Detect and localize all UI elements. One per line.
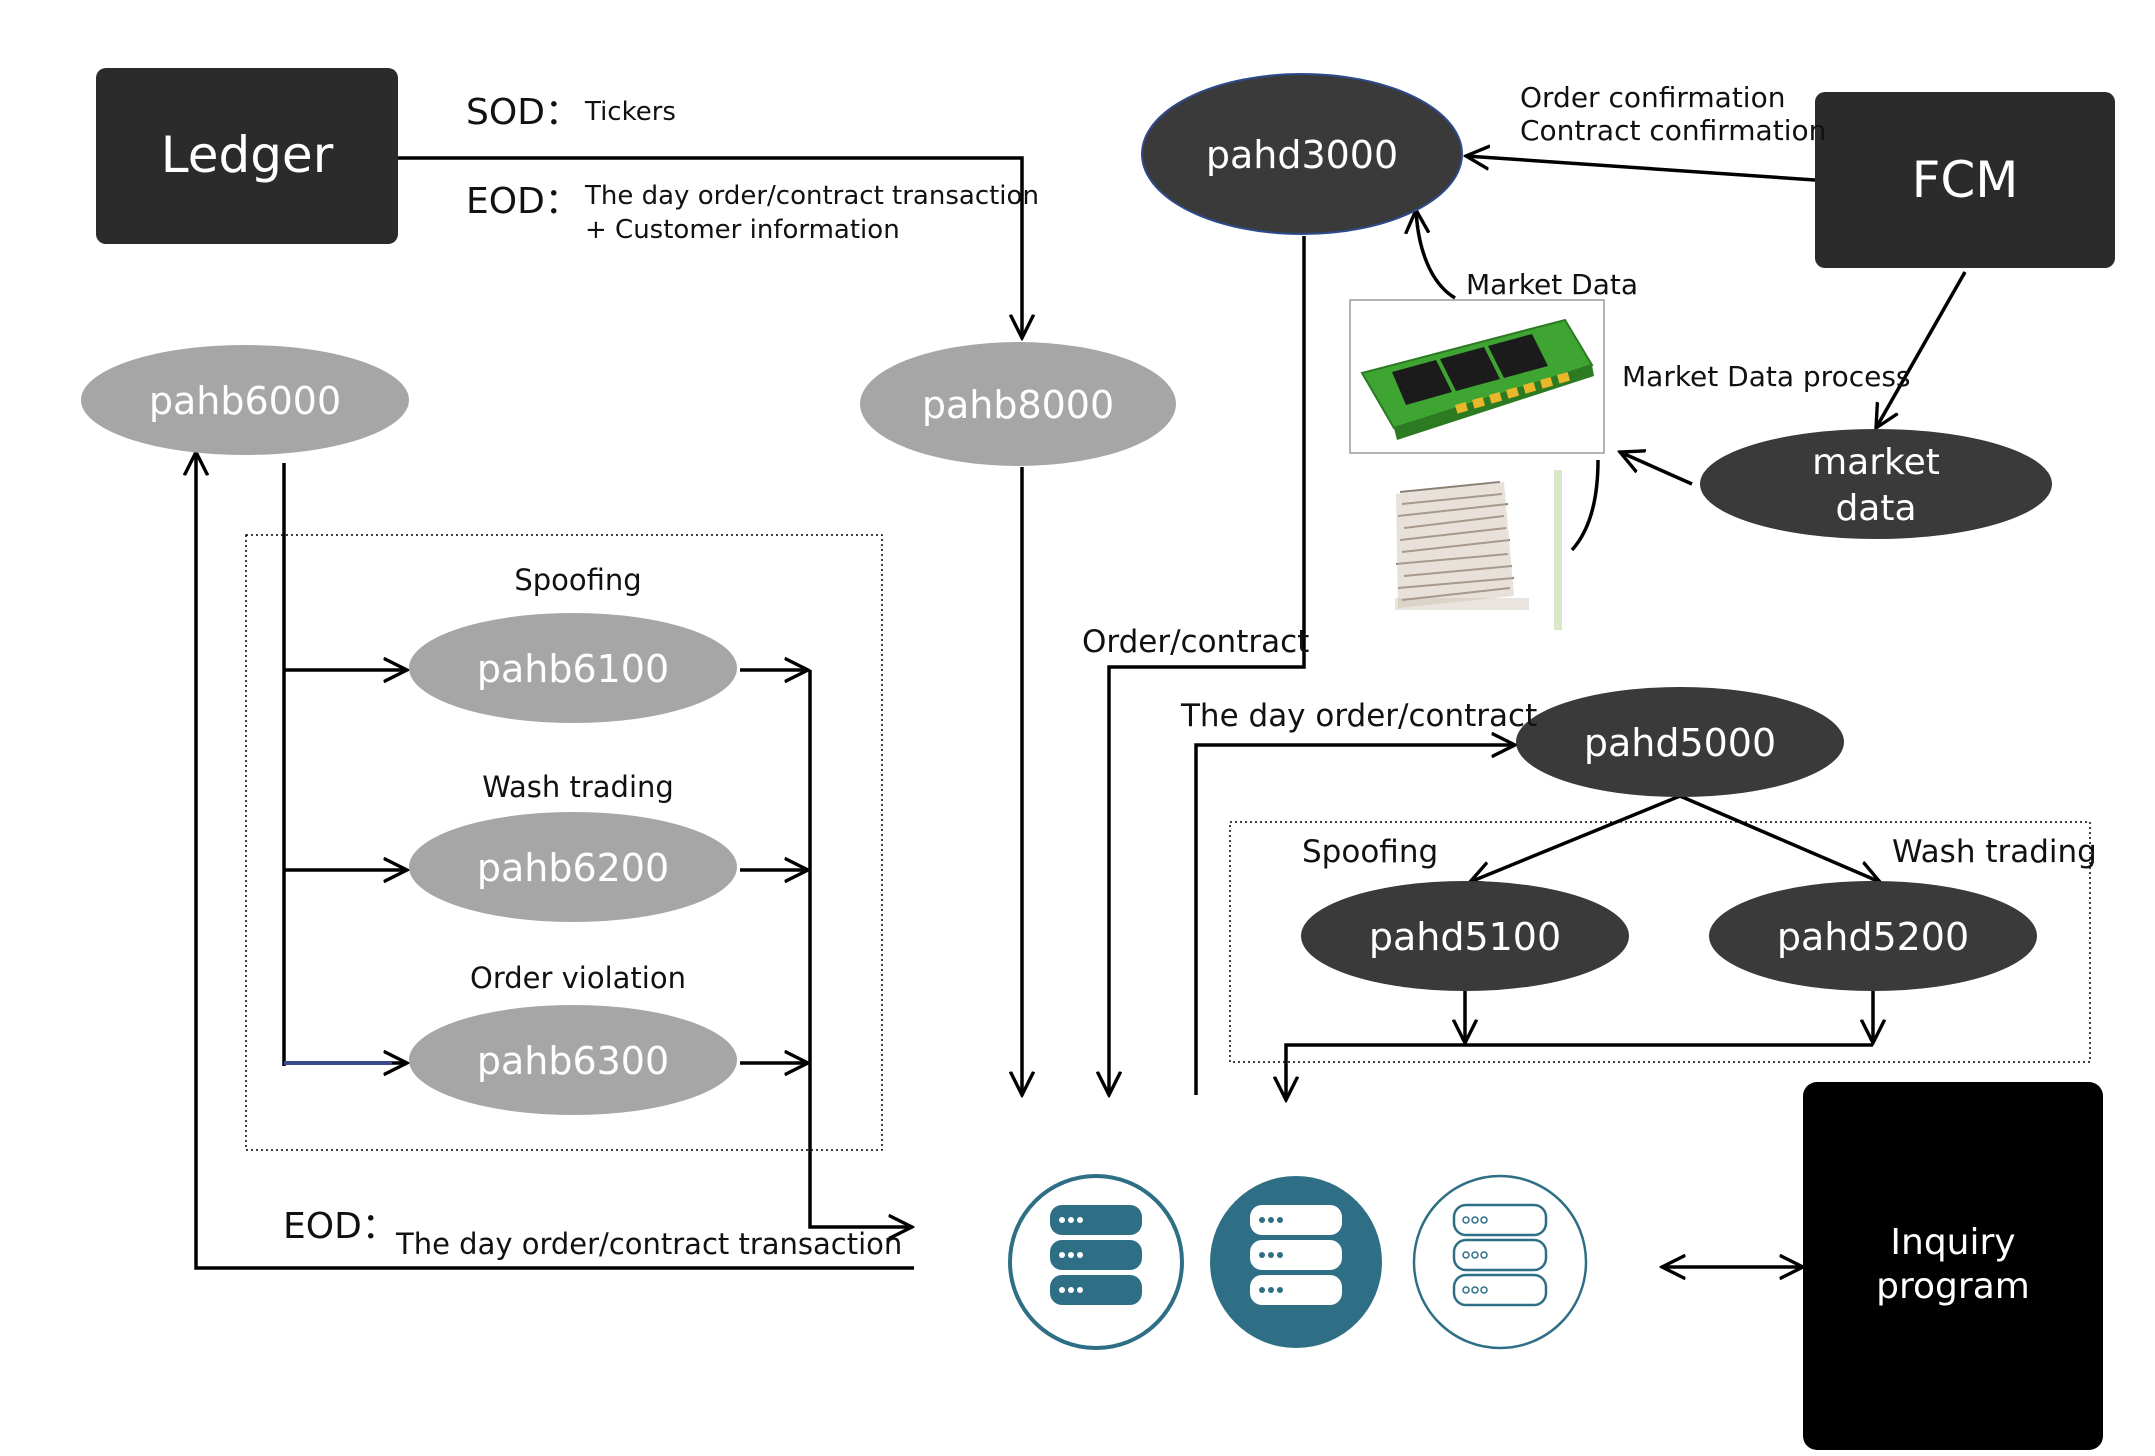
node-pahd5000: pahd5000 [1516, 687, 1844, 797]
order-confirmation-label: Order confirmation [1520, 81, 1785, 114]
eod-key: EOD： [466, 181, 581, 222]
pahb6200-label: pahb6200 [477, 846, 669, 890]
node-market-data: market data [1700, 429, 2052, 539]
wash-trading-label-right: Wash trading [1892, 834, 2097, 870]
inquiry-program-label-line1: Inquiry [1890, 1222, 2015, 1263]
inquiry-program-box[interactable] [1803, 1082, 2103, 1450]
spoofing-label-left: Spoofing [514, 563, 641, 597]
contract-confirmation-label: Contract confirmation [1520, 114, 1826, 147]
pahb8000-label: pahb8000 [922, 383, 1114, 427]
eod-bottom-value: The day order/contract transaction [395, 1227, 902, 1261]
ledger-box [96, 68, 398, 244]
node-pahb6300: pahb6300 [409, 1005, 737, 1115]
eod-return-to-pahb6000-arrow [196, 452, 914, 1270]
right-results-to-db-arrow [1286, 1043, 1873, 1100]
pahb6000-label: pahb6000 [149, 379, 341, 423]
database-icon-1 [1008, 1174, 1184, 1350]
node-pahd3000: pahd3000 [1141, 73, 1463, 235]
wash-trading-label-left: Wash trading [482, 770, 674, 804]
node-pahb6100: pahb6100 [409, 613, 737, 723]
ledger-label: Ledger [161, 126, 334, 184]
fcm-to-pahd3000-arrow [1466, 156, 1816, 182]
pahd5200-label: pahd5200 [1777, 915, 1969, 959]
database-icon-2 [1210, 1176, 1382, 1348]
eod-bottom-key: EOD： [283, 1206, 398, 1247]
process-curve-arrow [1570, 459, 1600, 552]
eod-value-line1: The day order/contract transaction [584, 181, 1039, 211]
order-violation-label: Order violation [470, 961, 686, 995]
memory-chip-icon [1349, 299, 1605, 454]
pahd5000-label: pahd5000 [1584, 721, 1776, 765]
paper-stack-icon [1395, 470, 1562, 630]
ledger-to-pahb8000-arrow [398, 156, 1022, 338]
fcm-label: FCM [1912, 151, 2019, 209]
market-data-label-line2: data [1835, 488, 1916, 529]
order-contract-arrow [1109, 236, 1306, 1095]
market-data-label-line1: market [1812, 442, 1940, 483]
sod-value: Tickers [584, 97, 676, 127]
database-icon-3 [1412, 1174, 1588, 1350]
sod-key: SOD： [466, 92, 581, 133]
day-order-contract-arrow [1194, 745, 1515, 1095]
pahd5000-to-pahd5200-arrow [1679, 794, 1880, 882]
left-results-to-db-arrow [808, 670, 912, 1227]
order-contract-label: Order/contract [1082, 624, 1309, 660]
node-pahb6000: pahb6000 [81, 345, 409, 455]
pahd5000-to-pahd5100-arrow [1470, 794, 1681, 882]
fcm-box [1815, 92, 2115, 268]
market-data-to-process-arrow [1620, 452, 1693, 486]
node-pahd5100: pahd5100 [1301, 881, 1629, 991]
eod-value-line2: + Customer information [585, 215, 900, 245]
pahb6300-label: pahb6300 [477, 1039, 669, 1083]
market-data-label: Market Data [1466, 268, 1638, 301]
market-data-to-pahd3000-arrow [1416, 210, 1456, 300]
fcm-to-market-data-arrow [1876, 271, 1967, 428]
node-pahb6200: pahb6200 [409, 812, 737, 922]
inquiry-program-label-line2: program [1876, 1266, 2030, 1307]
right-detection-group [1229, 821, 2091, 1063]
node-pahd5200: pahd5200 [1709, 881, 2037, 991]
day-order-contract-label: The day order/contract [1180, 698, 1537, 734]
market-data-process-label: Market Data process [1622, 360, 1911, 393]
pahd3000-label: pahd3000 [1206, 133, 1398, 177]
node-pahb8000: pahb8000 [860, 342, 1176, 466]
spoofing-label-right: Spoofing [1302, 834, 1438, 870]
pahd5100-label: pahd5100 [1369, 915, 1561, 959]
pahb6100-label: pahb6100 [477, 647, 669, 691]
